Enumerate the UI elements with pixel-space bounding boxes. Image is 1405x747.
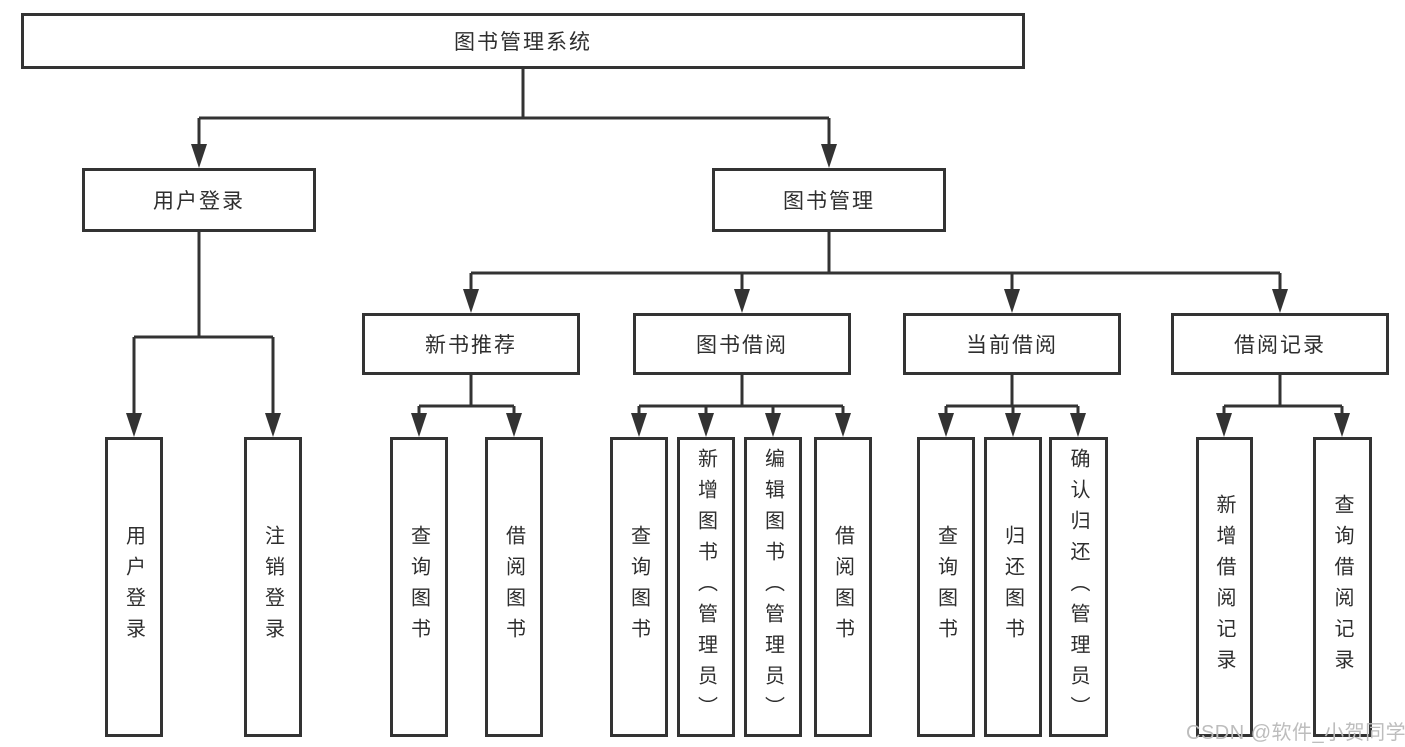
leaf-user-login: 用户登录: [105, 437, 163, 737]
leaf-records-add-record: 新增借阅记录: [1196, 437, 1253, 737]
node-root-system: 图书管理系统: [21, 13, 1025, 69]
leaf-current-query-books: 查询图书: [917, 437, 975, 737]
node-new-book-recommend: 新书推荐: [362, 313, 580, 375]
node-current-borrowing: 当前借阅: [903, 313, 1121, 375]
node-user-login-branch: 用户登录: [82, 168, 316, 232]
node-book-borrowing: 图书借阅: [633, 313, 851, 375]
leaf-newbook-borrow-books: 借阅图书: [485, 437, 543, 737]
leaf-borrow-query-books: 查询图书: [610, 437, 668, 737]
leaf-newbook-query-books: 查询图书: [390, 437, 448, 737]
node-book-management-branch: 图书管理: [712, 168, 946, 232]
leaf-logout: 注销登录: [244, 437, 302, 737]
leaf-current-confirm-return-admin: 确认归还（管理员）: [1049, 437, 1108, 737]
arrowheads: [126, 144, 1350, 437]
node-borrowing-records: 借阅记录: [1171, 313, 1389, 375]
leaf-borrow-borrow-books: 借阅图书: [814, 437, 872, 737]
leaf-current-return-books: 归还图书: [984, 437, 1042, 737]
leaf-borrow-edit-books-admin: 编辑图书（管理员）: [744, 437, 802, 737]
csdn-watermark: CSDN @软件_小贺同学: [1186, 722, 1405, 744]
leaf-borrow-add-books-admin: 新增图书（管理员）: [677, 437, 735, 737]
leaf-records-query-record: 查询借阅记录: [1313, 437, 1372, 737]
